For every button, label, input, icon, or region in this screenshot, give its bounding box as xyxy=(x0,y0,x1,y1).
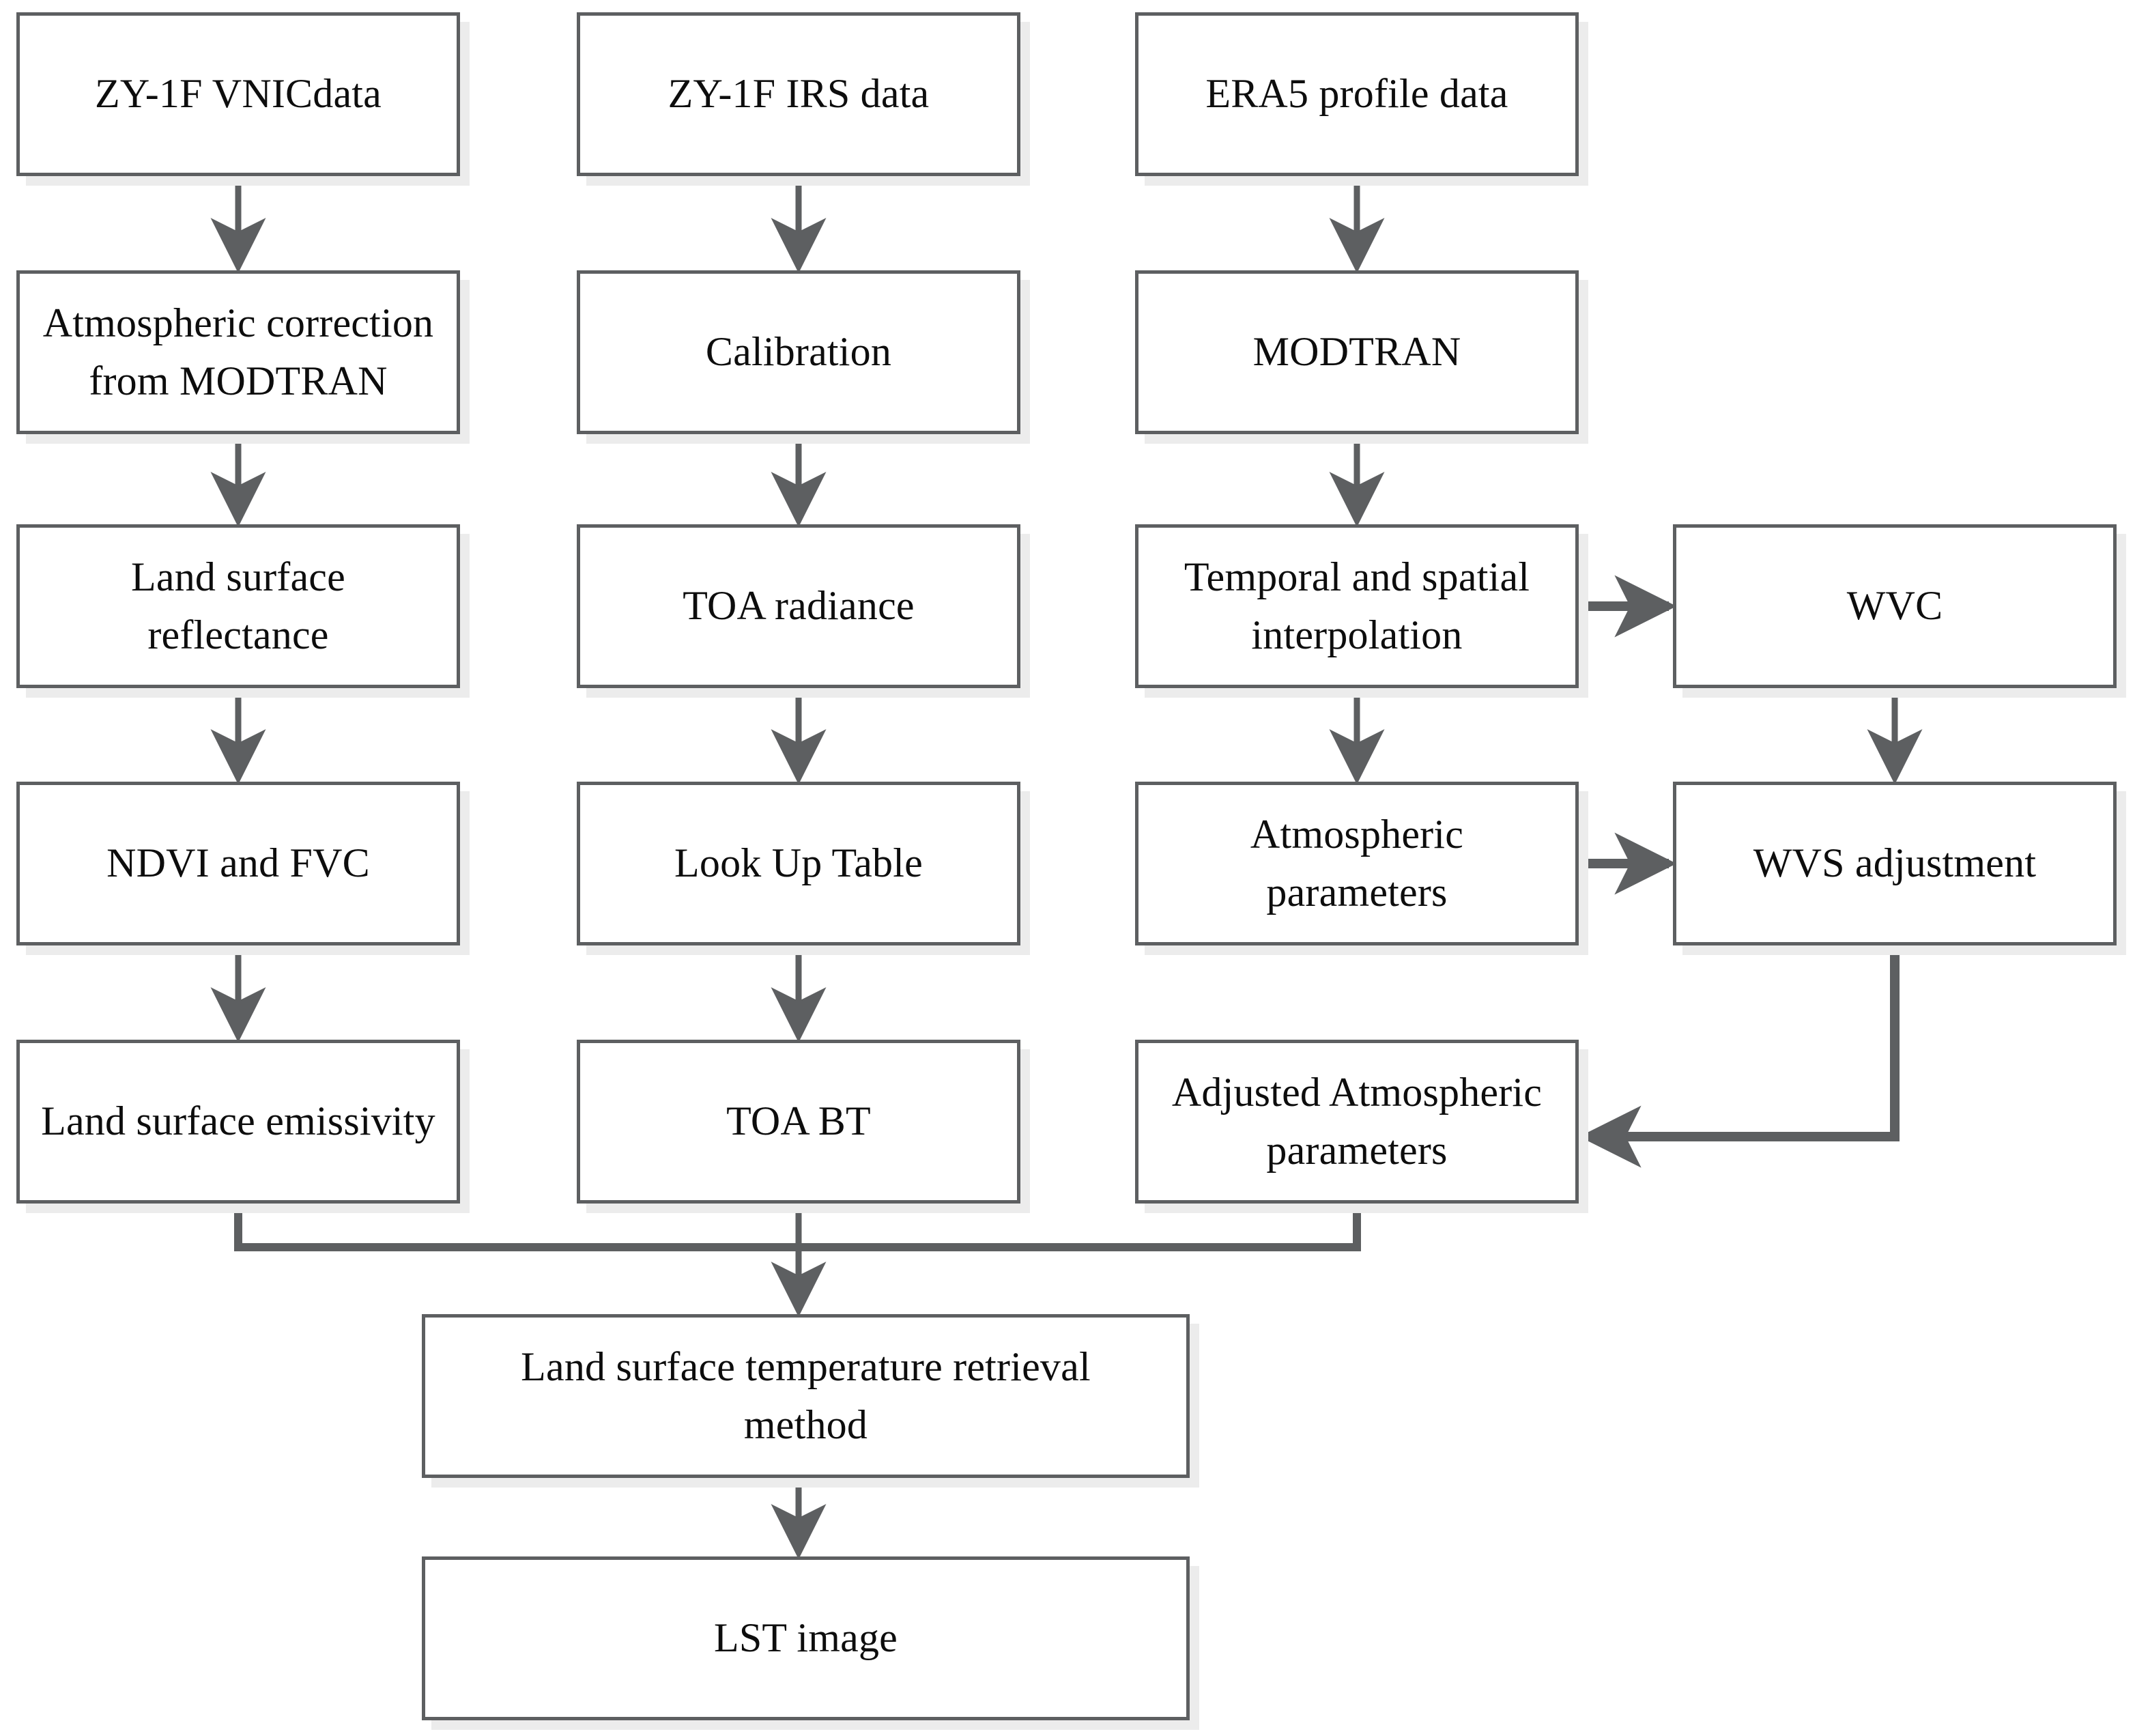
node-lst_image[interactable]: LST image xyxy=(422,1556,1190,1720)
node-label-toa_bt: TOA BT xyxy=(726,1098,871,1144)
node-calibration[interactable]: Calibration xyxy=(577,270,1020,434)
node-interpolation[interactable]: Temporal and spatial interpolation xyxy=(1135,524,1579,688)
node-label-atm_correction: Atmospheric correction from MODTRAN xyxy=(42,300,434,403)
node-adj_atm_params[interactable]: Adjusted Atmospheric parameters xyxy=(1135,1040,1579,1204)
node-label-land_reflectance: Land surface reflectance xyxy=(131,554,345,657)
node-land_reflectance[interactable]: Land surface reflectance xyxy=(16,524,460,688)
node-atm_params[interactable]: Atmospheric parameters xyxy=(1135,782,1579,945)
node-label-look_up_table: Look Up Table xyxy=(674,840,923,886)
node-label-era5_data: ERA5 profile data xyxy=(1205,71,1508,117)
node-lst_retrieval[interactable]: Land surface temperature retrieval metho… xyxy=(422,1314,1190,1478)
node-wvc[interactable]: WVC xyxy=(1673,524,2117,688)
node-irs_data[interactable]: ZY-1F IRS data xyxy=(577,12,1020,176)
node-modtran[interactable]: MODTRAN xyxy=(1135,270,1579,434)
node-label-adj_atm_params: Adjusted Atmospheric parameters xyxy=(1171,1069,1543,1173)
node-ndvi_fvc[interactable]: NDVI and FVC xyxy=(16,782,460,945)
node-atm_correction[interactable]: Atmospheric correction from MODTRAN xyxy=(16,270,460,434)
node-label-calibration: Calibration xyxy=(705,329,892,375)
node-label-vnic_data: ZY-1F VNICdata xyxy=(95,71,382,117)
node-label-atm_params: Atmospheric parameters xyxy=(1250,811,1464,915)
node-label-lst_image: LST image xyxy=(714,1615,898,1661)
node-label-modtran: MODTRAN xyxy=(1252,329,1461,375)
node-toa_bt[interactable]: TOA BT xyxy=(577,1040,1020,1204)
node-land_emissivity[interactable]: Land surface emissivity xyxy=(16,1040,460,1204)
node-look_up_table[interactable]: Look Up Table xyxy=(577,782,1020,945)
edge-wvs-adjustment-to-adjusted-parameters xyxy=(1579,945,1900,1168)
node-era5_data[interactable]: ERA5 profile data xyxy=(1135,12,1579,176)
node-vnic_data[interactable]: ZY-1F VNICdata xyxy=(16,12,460,176)
node-label-interpolation: Temporal and spatial interpolation xyxy=(1184,554,1530,657)
node-label-ndvi_fvc: NDVI and FVC xyxy=(106,840,370,886)
node-label-lst_retrieval: Land surface temperature retrieval metho… xyxy=(521,1343,1091,1447)
node-label-land_emissivity: Land surface emissivity xyxy=(41,1098,435,1144)
node-wvs_adjustment[interactable]: WVS adjustment xyxy=(1673,782,2117,945)
node-label-wvc: WVC xyxy=(1846,583,1943,629)
node-label-wvs_adjustment: WVS adjustment xyxy=(1753,840,2037,886)
node-toa_radiance[interactable]: TOA radiance xyxy=(577,524,1020,688)
node-label-toa_radiance: TOA radiance xyxy=(683,583,915,629)
node-label-irs_data: ZY-1F IRS data xyxy=(668,71,930,117)
